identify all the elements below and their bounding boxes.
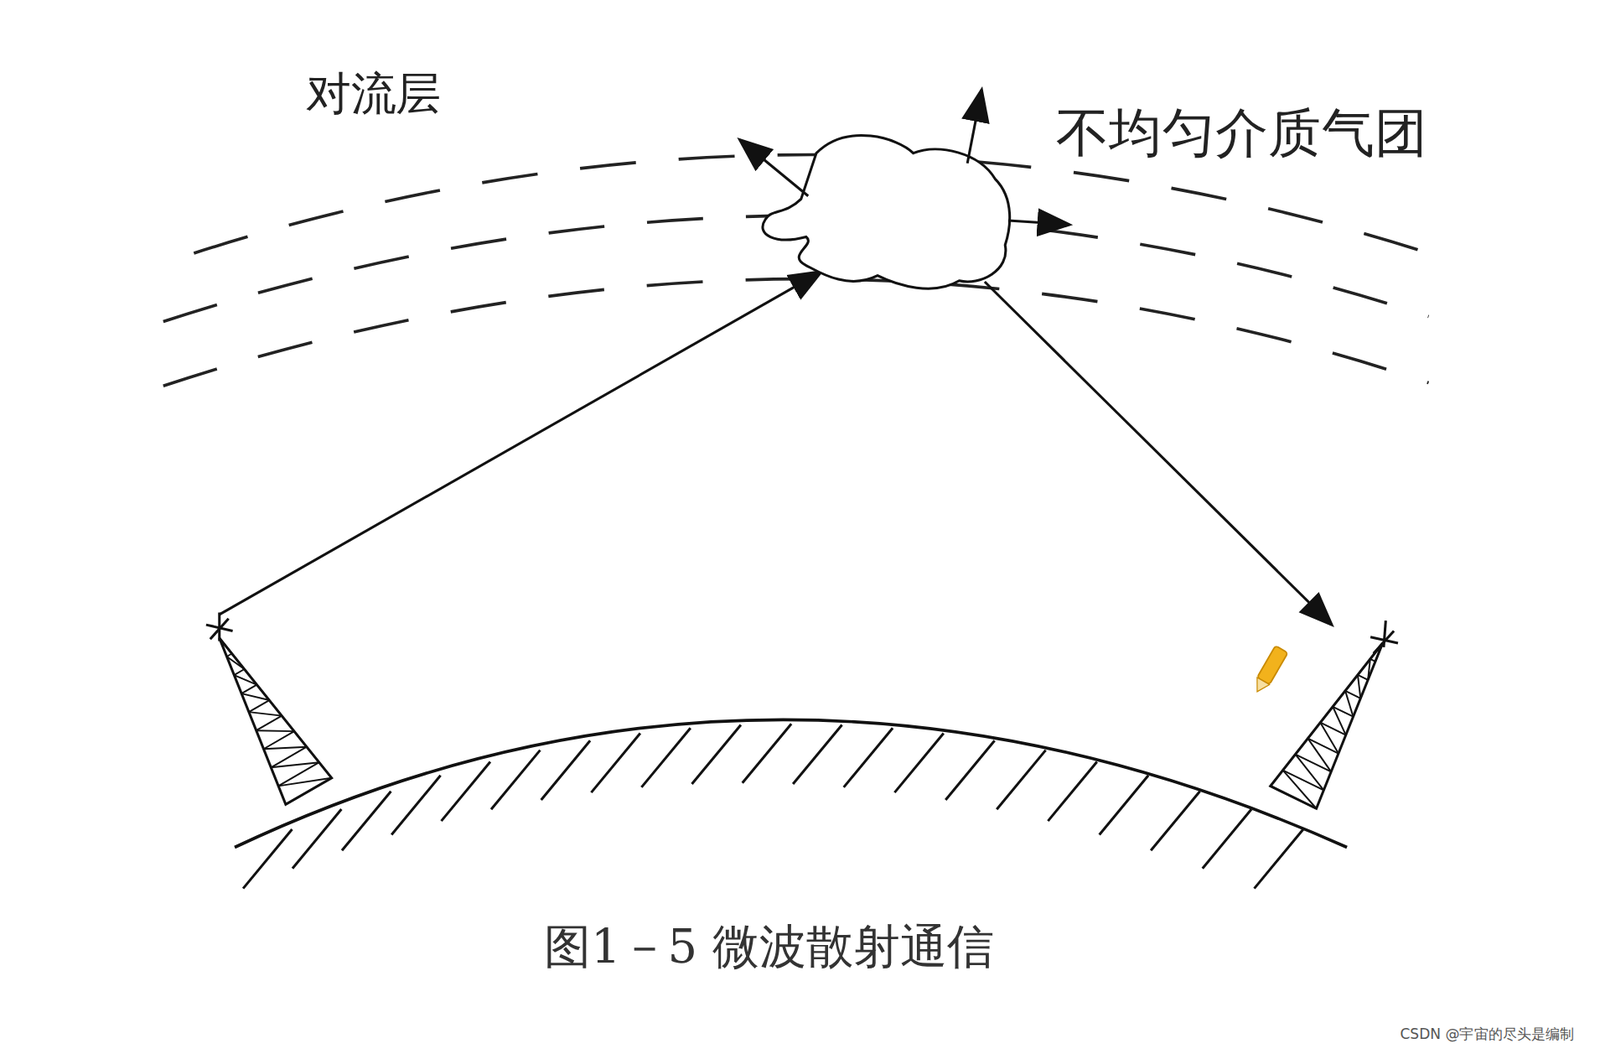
lattice-strut [241, 684, 257, 694]
lattice-strut [233, 674, 257, 684]
lattice-strut [227, 656, 245, 669]
scatter-arrows [740, 89, 1070, 225]
antenna-tower [206, 612, 332, 805]
lattice-strut [264, 730, 296, 749]
air-mass-label: 不均匀介质气团 [1056, 103, 1428, 163]
hatch-stroke [1099, 775, 1149, 835]
air-mass-cloud [762, 135, 1010, 290]
hatch-stroke [945, 740, 995, 800]
ray-arrows [219, 271, 1332, 625]
hatch-stroke [292, 808, 342, 869]
hatch-stroke [641, 727, 690, 788]
hatch-stroke [792, 724, 842, 784]
hatch-stroke [541, 740, 591, 800]
antenna-tower [1270, 620, 1399, 808]
watermark: CSDN @宇宙的尽头是编制 [1399, 1026, 1574, 1043]
lattice-strut [219, 637, 233, 654]
lattice-strut [1270, 785, 1317, 808]
lattice-strut [1332, 706, 1347, 736]
hatch-stroke [391, 775, 441, 835]
lattice-strut [241, 693, 270, 700]
incident-ray [219, 271, 822, 615]
lattice-strut [285, 777, 332, 805]
hatch-stroke [691, 724, 741, 784]
hatch-stroke [341, 791, 391, 851]
scatter-arrow [740, 139, 809, 197]
layer-label: 对流层 [305, 69, 441, 120]
hatch-stroke [1253, 828, 1303, 889]
pencil-cursor [1251, 645, 1289, 695]
lattice-strut [1295, 754, 1332, 772]
hatch-stroke [441, 761, 491, 821]
scatter-arrow [1008, 220, 1070, 225]
lattice-strut [248, 711, 282, 715]
hatch-stroke [1047, 761, 1097, 821]
hatch-stroke [742, 723, 792, 783]
lattice-strut [256, 715, 282, 731]
lattice-strut [233, 668, 244, 675]
lattice-strut [1295, 754, 1325, 791]
hatch-stroke [1150, 791, 1200, 851]
lattice-strut [264, 746, 307, 750]
hatch-stroke [590, 733, 640, 793]
scatter-arrow [967, 89, 982, 164]
lattice-strut [1357, 674, 1361, 699]
ground-hatching [243, 723, 1304, 888]
lattice-strut [1357, 674, 1368, 680]
lattice-strut [1283, 770, 1317, 809]
lattice-strut [1283, 770, 1325, 791]
figure-caption: 图1－5 微波散射通信 [543, 920, 995, 973]
troposphere-band [163, 279, 1430, 387]
scattered-ray [984, 281, 1332, 625]
earth-surface [234, 719, 1347, 847]
lattice-strut [256, 729, 295, 732]
lattice-strut [1375, 642, 1383, 662]
hatch-stroke [996, 750, 1046, 810]
troposphere-bands [163, 154, 1430, 386]
hatch-stroke [243, 828, 292, 889]
hatch-stroke [894, 733, 943, 793]
lattice-strut [1367, 658, 1371, 680]
hatch-stroke [844, 727, 893, 788]
hatch-stroke [491, 750, 540, 810]
hatch-stroke [1202, 808, 1252, 869]
lattice-strut [248, 699, 270, 712]
